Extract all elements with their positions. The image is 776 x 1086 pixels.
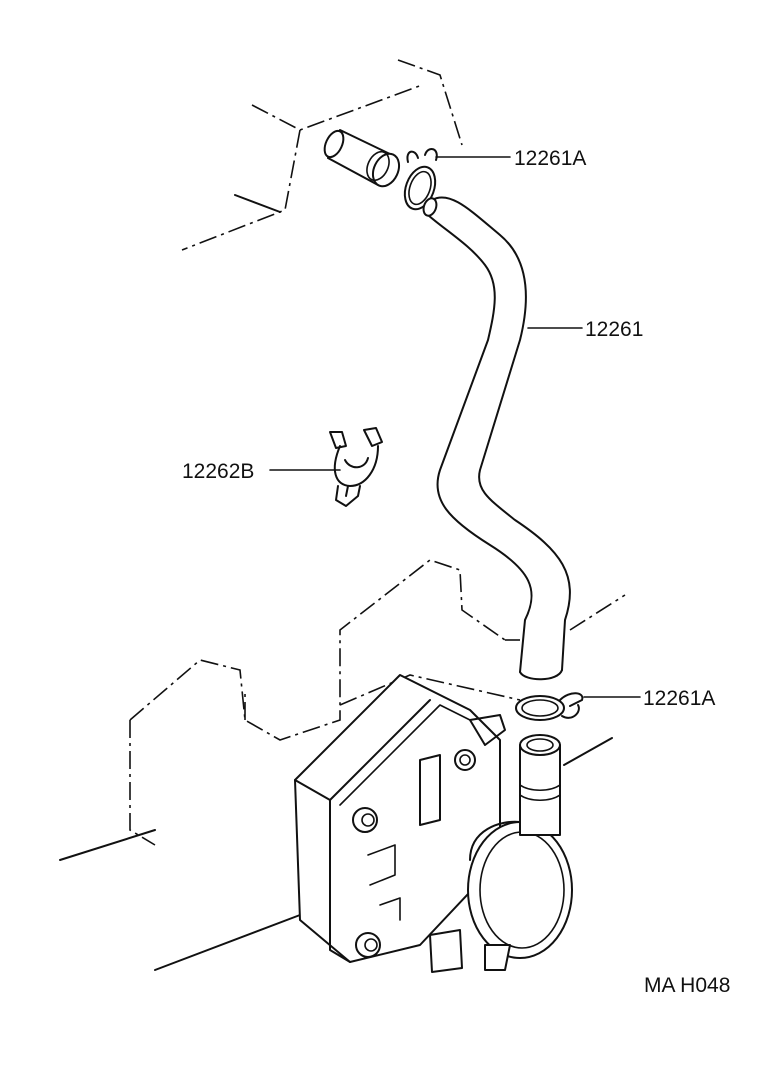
intake-manifold-outline xyxy=(59,559,626,971)
upper-engine-outline xyxy=(181,59,463,251)
hose-clamp-bottom xyxy=(515,692,584,721)
throttle-body xyxy=(294,674,573,973)
callout-label-clamp-top: 12261A xyxy=(514,147,586,170)
hose-clip xyxy=(329,427,383,507)
water-hose xyxy=(422,196,571,681)
top-pipe-nipple xyxy=(323,129,401,188)
callout-label-clamp-bottom: 12261A xyxy=(643,687,715,710)
callout-label-hose: 12261 xyxy=(585,318,643,341)
callout-label-clip: 12262B xyxy=(182,460,254,483)
figure-code: MA H048 xyxy=(644,974,730,997)
